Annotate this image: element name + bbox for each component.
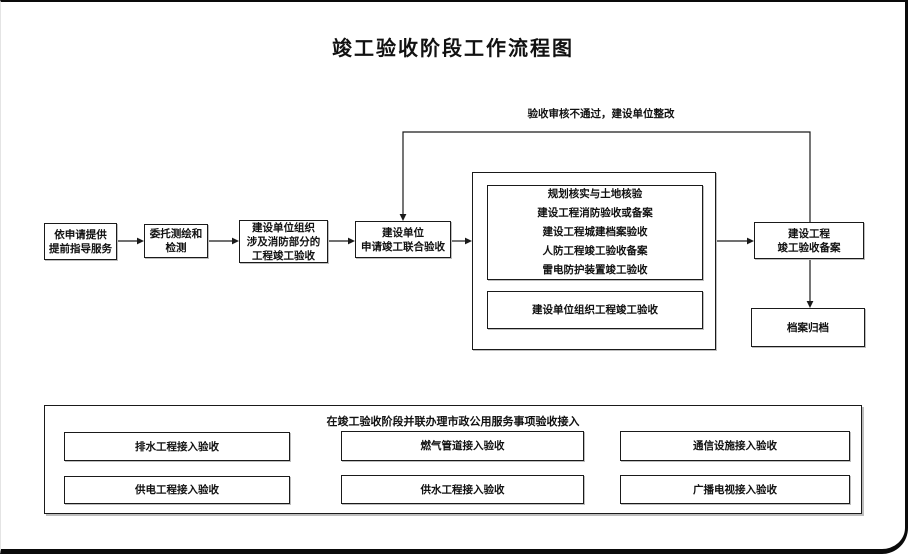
node-joint-apply: 建设单位 申请竣工联合验收	[355, 221, 451, 258]
node-org-acceptance: 建设单位组织工程竣工验收	[487, 291, 703, 329]
node-gas-access: 燃气管道接入验收	[341, 431, 584, 461]
node-pre-guidance: 依申请提供 提前指导服务	[44, 223, 117, 260]
node-water-access: 供水工程接入验收	[341, 475, 584, 504]
municipal-section-title: 在竣工验收阶段并联办理市政公用服务事项验收接入	[326, 416, 580, 428]
node-filing: 建设工程 竣工验收备案	[754, 222, 864, 259]
node-fire-part-acceptance: 建设单位组织 涉及消防部分的 工程竣工验收	[239, 220, 328, 263]
node-archive: 档案归档	[751, 308, 865, 347]
node-telecom-access: 通信设施接入验收	[620, 431, 850, 461]
node-survey: 委托测绘和 检测	[144, 224, 208, 258]
node-broadcast-access: 广播电视接入验收	[620, 475, 850, 504]
municipal-services-section: 在竣工验收阶段并联办理市政公用服务事项验收接入 排水工程接入验收 燃气管道接入验…	[44, 405, 862, 514]
feedback-label: 验收审核不通过，建设单位整改	[527, 108, 675, 120]
node-power-access: 供电工程接入验收	[64, 476, 290, 504]
page-title: 竣工验收阶段工作流程图	[332, 38, 574, 60]
node-drainage-access: 排水工程接入验收	[64, 432, 290, 461]
node-parallel-items: 规划核实与土地核验 建设工程消防验收或备案 建设工程城建档案验收 人防工程竣工验…	[487, 185, 703, 280]
